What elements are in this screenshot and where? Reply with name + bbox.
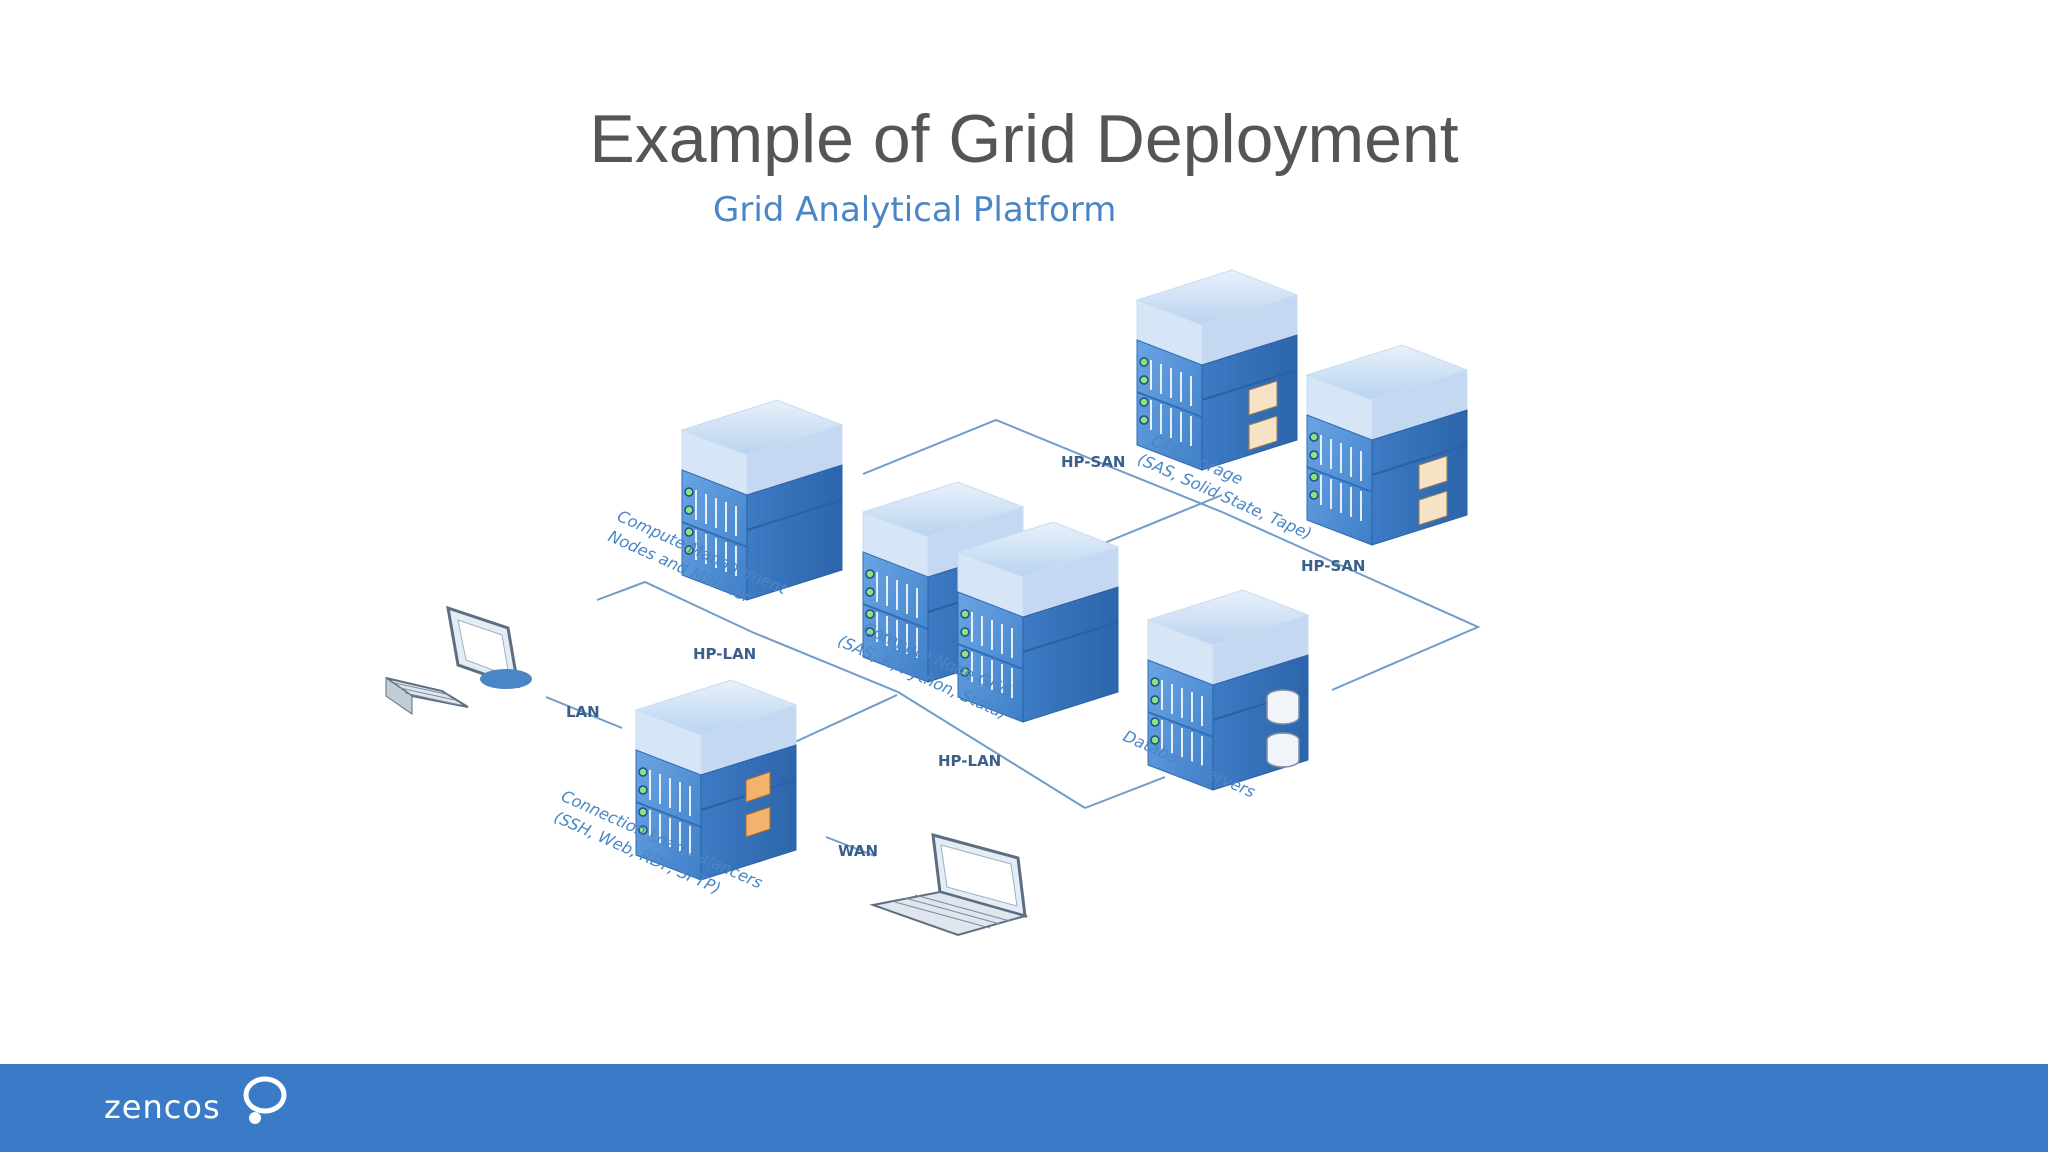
slide-title: Example of Grid Deployment (589, 101, 1459, 177)
hp-san-label: HP-SAN (1301, 557, 1365, 575)
desktop-computer-icon (385, 605, 532, 715)
hp-san-label: HP-SAN (1061, 453, 1125, 471)
wan-label: WAN (838, 842, 878, 860)
zencos-logo-text: zencos (104, 1088, 221, 1126)
zencos-logo-icon (243, 1076, 287, 1124)
load-balancer-servers (635, 679, 797, 881)
laptop-icon (869, 832, 1029, 937)
hp-lan-label: HP-LAN (693, 645, 756, 663)
lan-label: LAN (566, 703, 600, 721)
hp-lan-label: HP-LAN (938, 752, 1001, 770)
diagram-subtitle: Grid Analytical Platform (713, 190, 1117, 230)
cfs-storage-servers (1137, 270, 1467, 545)
connection-lines (545, 418, 1481, 857)
database-servers (1147, 589, 1309, 791)
grid-deployment-diagram: HP-SAN HP-SAN HP-LAN HP-LAN LAN WAN (385, 0, 1481, 937)
footer-bar: zencos (0, 1064, 2048, 1152)
